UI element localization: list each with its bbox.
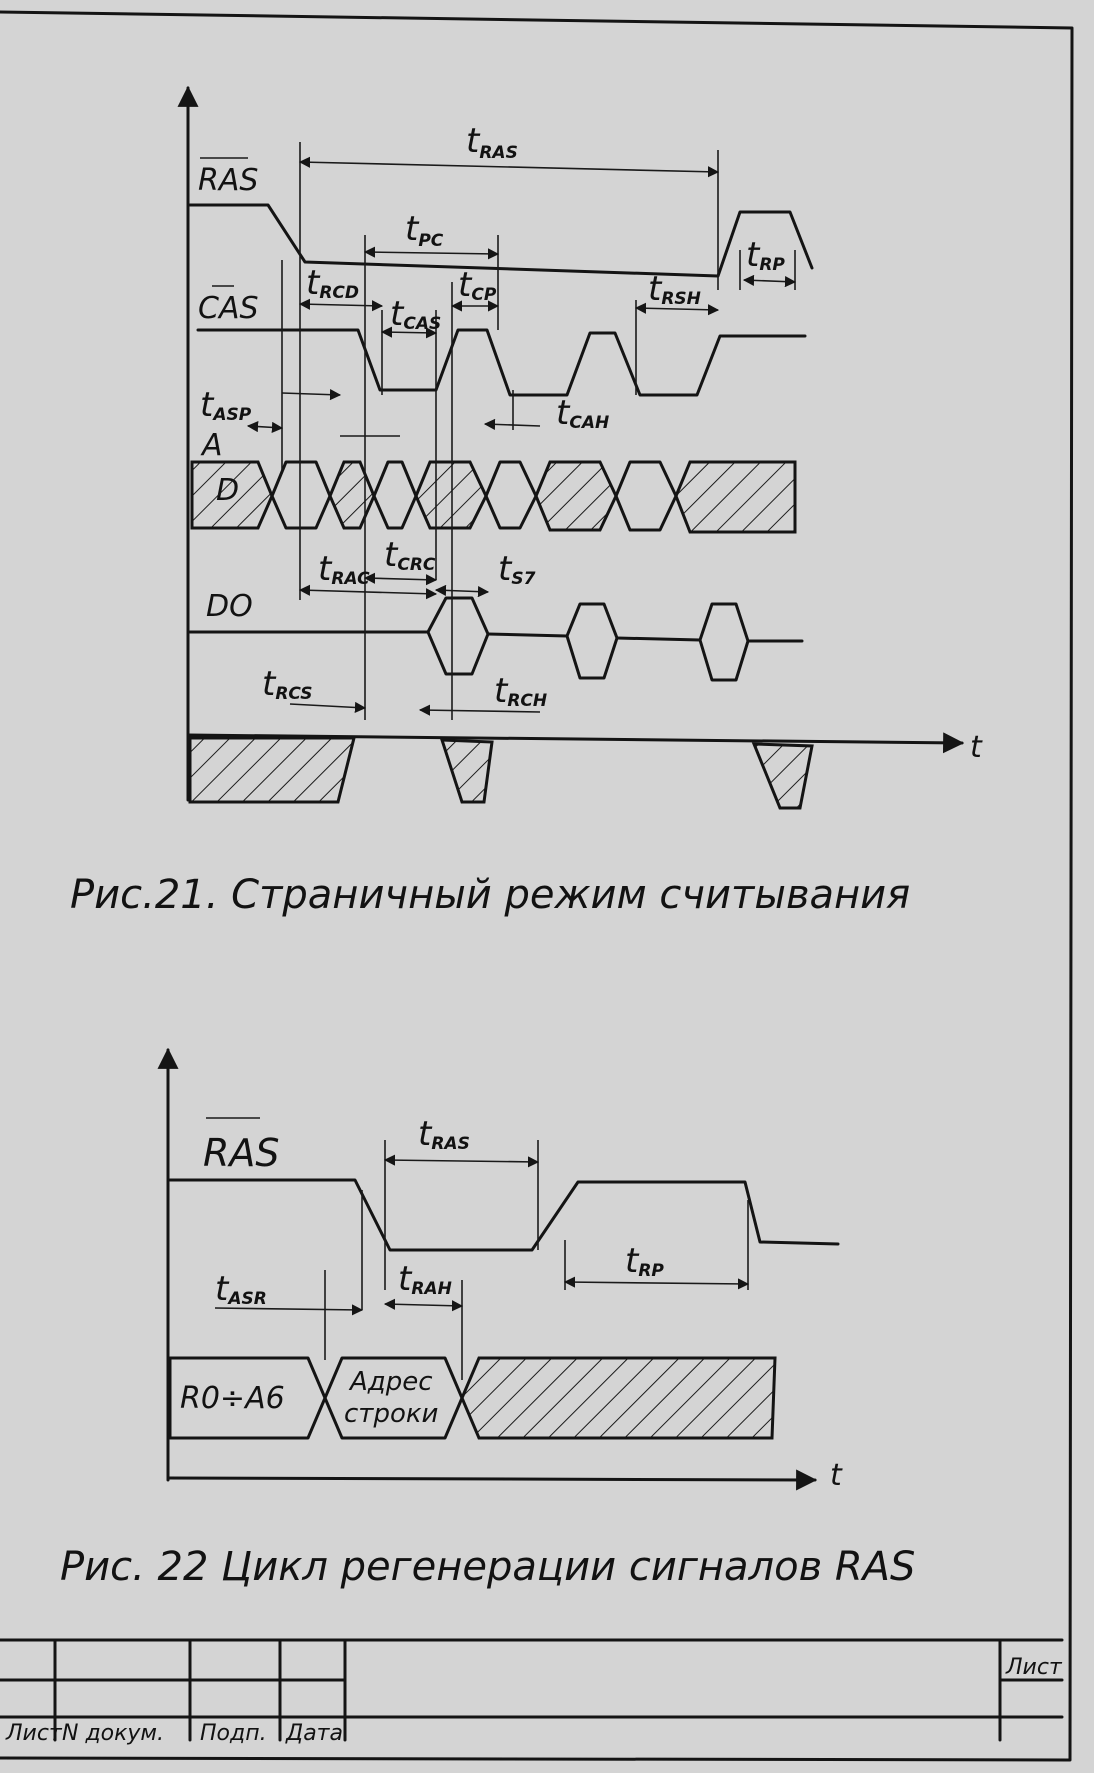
fig21-do-valid-1 — [426, 596, 490, 676]
fig22-address-bus: R0÷A6 Адрес строки — [168, 1356, 777, 1440]
svg-text:tCAS: tCAS — [390, 294, 441, 334]
fig22-row-address-line1: Адрес — [348, 1367, 433, 1397]
fig22-row-address-line2: строки — [344, 1399, 438, 1429]
titleblock-col-docnum: N докум. — [62, 1721, 164, 1746]
fig21-cas-label: CAS — [198, 291, 259, 326]
fig21-do-valid-2 — [565, 602, 619, 680]
titleblock-col-list: Лист — [5, 1721, 63, 1746]
bus-valid-1 — [270, 460, 332, 530]
fig21-time-axis-label: t — [970, 730, 983, 765]
bus-invalid-1 — [190, 460, 274, 530]
figure-22: t RAS tRAS tRP tASR tRAH — [60, 1047, 915, 1590]
bus-valid-2 — [372, 460, 418, 530]
bus-invalid-2 — [328, 460, 376, 530]
titleblock-col-signature: Подп. — [200, 1721, 267, 1746]
fig22-time-axis — [166, 1469, 818, 1491]
svg-text:tRCH: tRCH — [494, 671, 547, 711]
fig21-we-invalid-3 — [751, 742, 814, 810]
svg-text:tPC: tPC — [405, 209, 444, 251]
svg-text:tRAC: tRAC — [318, 549, 370, 589]
fig22-time-axis-label: t — [830, 1458, 843, 1493]
svg-text:tCAH: tCAH — [556, 393, 609, 433]
fig21-we-invalid-1 — [188, 736, 356, 804]
figure-21: t RAS CAS A D DO — [70, 85, 983, 918]
svg-text:tRAS: tRAS — [466, 121, 518, 163]
bus-invalid-5 — [674, 460, 797, 534]
fig22-bus-invalid — [460, 1356, 777, 1440]
page-frame — [0, 10, 1074, 1762]
svg-text:tRCD: tRCD — [306, 263, 359, 303]
fig22-ras-label: RAS — [203, 1131, 280, 1175]
fig21-cas-waveform — [196, 328, 807, 397]
fig22-caption: Рис. 22 Цикл регенерации сигналов RAS — [60, 1544, 915, 1590]
fig21-ras-label: RAS — [198, 163, 258, 198]
bus-invalid-3 — [414, 460, 488, 530]
fig21-do-waveform — [188, 630, 804, 643]
svg-text:tRP: tRP — [746, 235, 785, 275]
titleblock-sheet-label: Лист — [1005, 1655, 1063, 1680]
fig21-time-axis — [186, 732, 965, 754]
fig21-address-bus — [190, 460, 797, 534]
fig22-ref-lines — [324, 1140, 749, 1380]
title-block: Лист N докум. Подп. Дата Лист — [0, 1638, 1064, 1746]
fig21-we-invalid-2 — [439, 738, 494, 804]
svg-text:tASR: tASR — [215, 1269, 267, 1309]
fig22-bus-label: R0÷A6 — [180, 1381, 285, 1416]
svg-text:tS7: tS7 — [498, 549, 536, 589]
titleblock-col-date: Дата — [285, 1721, 343, 1746]
svg-text:tRAS: tRAS — [418, 1114, 470, 1154]
fig22-bus-r0-a6 — [168, 1356, 327, 1440]
bus-invalid-4 — [534, 460, 618, 532]
svg-text:tCP: tCP — [458, 265, 497, 305]
fig21-timing-arrows — [246, 156, 797, 716]
svg-text:tCRC: tCRC — [384, 535, 436, 575]
fig22-timing-labels: tRAS tRP tASR tRAH — [215, 1114, 664, 1309]
bus-valid-3 — [484, 460, 538, 530]
svg-text:tRAH: tRAH — [398, 1259, 452, 1299]
bus-valid-4 — [614, 460, 678, 532]
fig22-ras-waveform — [168, 1178, 840, 1252]
fig21-timing-labels: tRAS tPC tRP tRCD tCAS tCP tRSH tASP tCA… — [200, 121, 785, 711]
svg-text:tASP: tASP — [200, 385, 252, 425]
fig22-timing-arrows — [214, 1154, 750, 1316]
fig21-a-label: A — [200, 428, 223, 463]
fig21-do-label: DO — [206, 589, 253, 624]
fig21-caption: Рис.21. Страничный режим считывания — [70, 872, 910, 918]
svg-text:tRP: tRP — [625, 1241, 664, 1281]
svg-text:tRCS: tRCS — [262, 664, 313, 704]
fig21-do-valid-3 — [698, 602, 750, 682]
